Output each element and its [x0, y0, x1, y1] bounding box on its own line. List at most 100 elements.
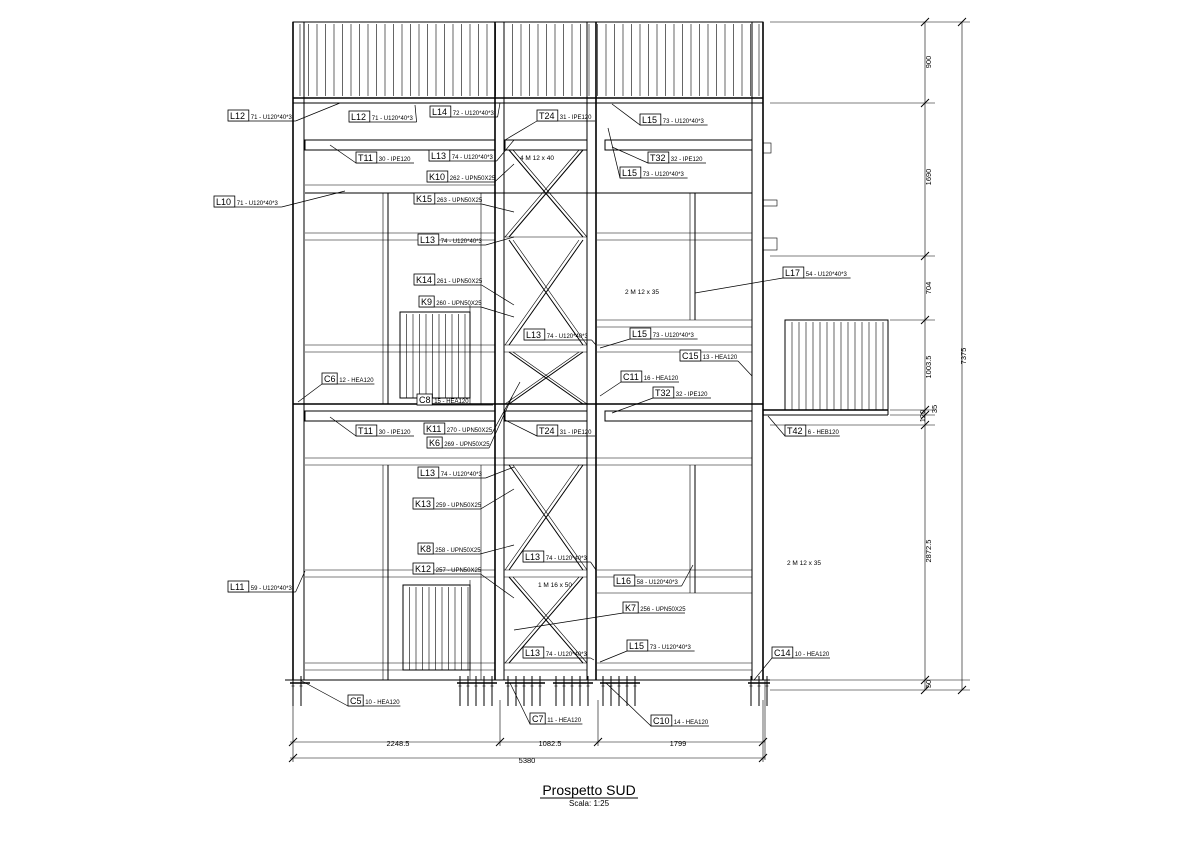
tag-desc: 74 - U120*40*3 [546, 556, 588, 562]
tag-code: C14 [774, 648, 791, 658]
tag-desc: 32 - IPE120 [671, 157, 703, 163]
tag-code: C11 [623, 372, 639, 382]
tag-code: T11 [358, 153, 373, 163]
tag-code: T32 [650, 153, 666, 163]
roof-parapet [292, 21, 764, 104]
tag-code: C5 [350, 696, 362, 706]
tag-code: C8 [419, 395, 431, 405]
roof-ribs [299, 24, 760, 96]
tag-desc: 257 - UPN50X25 [436, 568, 482, 574]
tag-code: L16 [616, 576, 631, 586]
tag-desc: 73 - U120*40*3 [663, 119, 705, 125]
tag-code: T32 [655, 388, 671, 398]
tag-code: L13 [526, 330, 541, 340]
tag-code: L13 [420, 235, 435, 245]
tag-code: K9 [421, 297, 432, 307]
tag-code: K15 [416, 194, 432, 204]
tag-desc: 269 - UPN50X25 [444, 442, 490, 448]
tag-code: K13 [415, 499, 431, 509]
beams [285, 139, 770, 681]
tag-desc: 260 - UPN50X25 [436, 301, 482, 307]
tag-desc: 73 - U120*40*3 [653, 333, 695, 339]
tag-desc: 71 - U120*40*3 [372, 116, 414, 122]
tag-code: L13 [420, 468, 435, 478]
tag-desc: 74 - U120*40*3 [452, 155, 494, 161]
tag-code: L12 [351, 112, 366, 122]
n-bolt4: 1 M 16 x 50 [538, 582, 572, 589]
tag-l17: L17 54 - U120*40*3 [782, 266, 848, 279]
railing-lower [402, 584, 471, 671]
tag-desc: 258 - UPN50X25 [435, 548, 481, 554]
tag-desc: 30 - IPE120 [379, 430, 411, 436]
n-bolt2: 2 M 12 x 35 [625, 289, 659, 296]
tag-code: C6 [324, 374, 336, 384]
tag-desc: 31 - IPE120 [560, 430, 592, 436]
tag-l16: L16 58 - U120*40*3 [613, 574, 679, 587]
tag-desc: 6 - HEB120 [808, 430, 840, 436]
tag-desc: 58 - U120*40*3 [637, 580, 679, 586]
dim-dh1: 2248.5 [387, 739, 410, 748]
dimension-lines [288, 17, 970, 763]
tag-t11a: T11 30 - IPE120 [355, 151, 411, 164]
tag-desc: 256 - UPN50X25 [640, 607, 686, 613]
bracing [504, 149, 588, 664]
columns [292, 22, 766, 760]
tag-desc: 74 - U120*40*3 [441, 239, 483, 245]
tag-code: T42 [787, 426, 803, 436]
tag-k13: K13 259 - UPN50X25 [412, 497, 482, 510]
tag-desc: 12 - HEA120 [339, 378, 374, 384]
dim-dv6: 120 [918, 410, 927, 423]
tag-t11b: T11 30 - IPE120 [355, 424, 411, 437]
dim-dv5: 35 [930, 405, 939, 413]
tag-code: L17 [785, 268, 800, 278]
drawing-title: Prospetto SUD [542, 782, 635, 798]
tag-code: K14 [416, 275, 432, 285]
tag-code: K8 [420, 544, 431, 554]
tag-desc: 13 - HEA120 [703, 355, 738, 361]
tag-l13b: L13 74 - U120*40*3 [417, 233, 483, 246]
openings [382, 193, 696, 680]
dim-dv4: 1003.5 [924, 356, 933, 379]
tag-desc: 14 - HEA120 [674, 720, 709, 726]
dim-dv3: 704 [924, 282, 933, 295]
tag-desc: 54 - U120*40*3 [806, 272, 848, 278]
leader-lines [214, 102, 851, 727]
tag-desc: 74 - U120*40*3 [546, 652, 588, 658]
tag-desc: 74 - U120*40*3 [441, 472, 483, 478]
bolt-notes: 4 M 12 x 402 M 12 x 352 M 12 x 351 M 16 … [520, 155, 821, 589]
tag-desc: 15 - HEA120 [434, 399, 469, 405]
tag-code: K12 [415, 564, 431, 574]
tag-desc: 30 - IPE120 [379, 157, 411, 163]
tag-l12b: L12 71 - U120*40*3 [348, 110, 414, 123]
tag-code: L14 [432, 107, 447, 117]
tag-code: L13 [525, 552, 540, 562]
tag-code: T11 [358, 426, 373, 436]
tag-code: L12 [230, 111, 245, 121]
dim-dv2: 1690 [924, 169, 933, 186]
tag-code: L15 [642, 115, 657, 125]
tag-desc: 262 - UPN50X25 [450, 176, 496, 182]
tag-desc: 73 - U120*40*3 [643, 172, 685, 178]
tag-desc: 259 - UPN50X25 [436, 503, 482, 509]
dim-dh2: 1082.5 [539, 739, 562, 748]
